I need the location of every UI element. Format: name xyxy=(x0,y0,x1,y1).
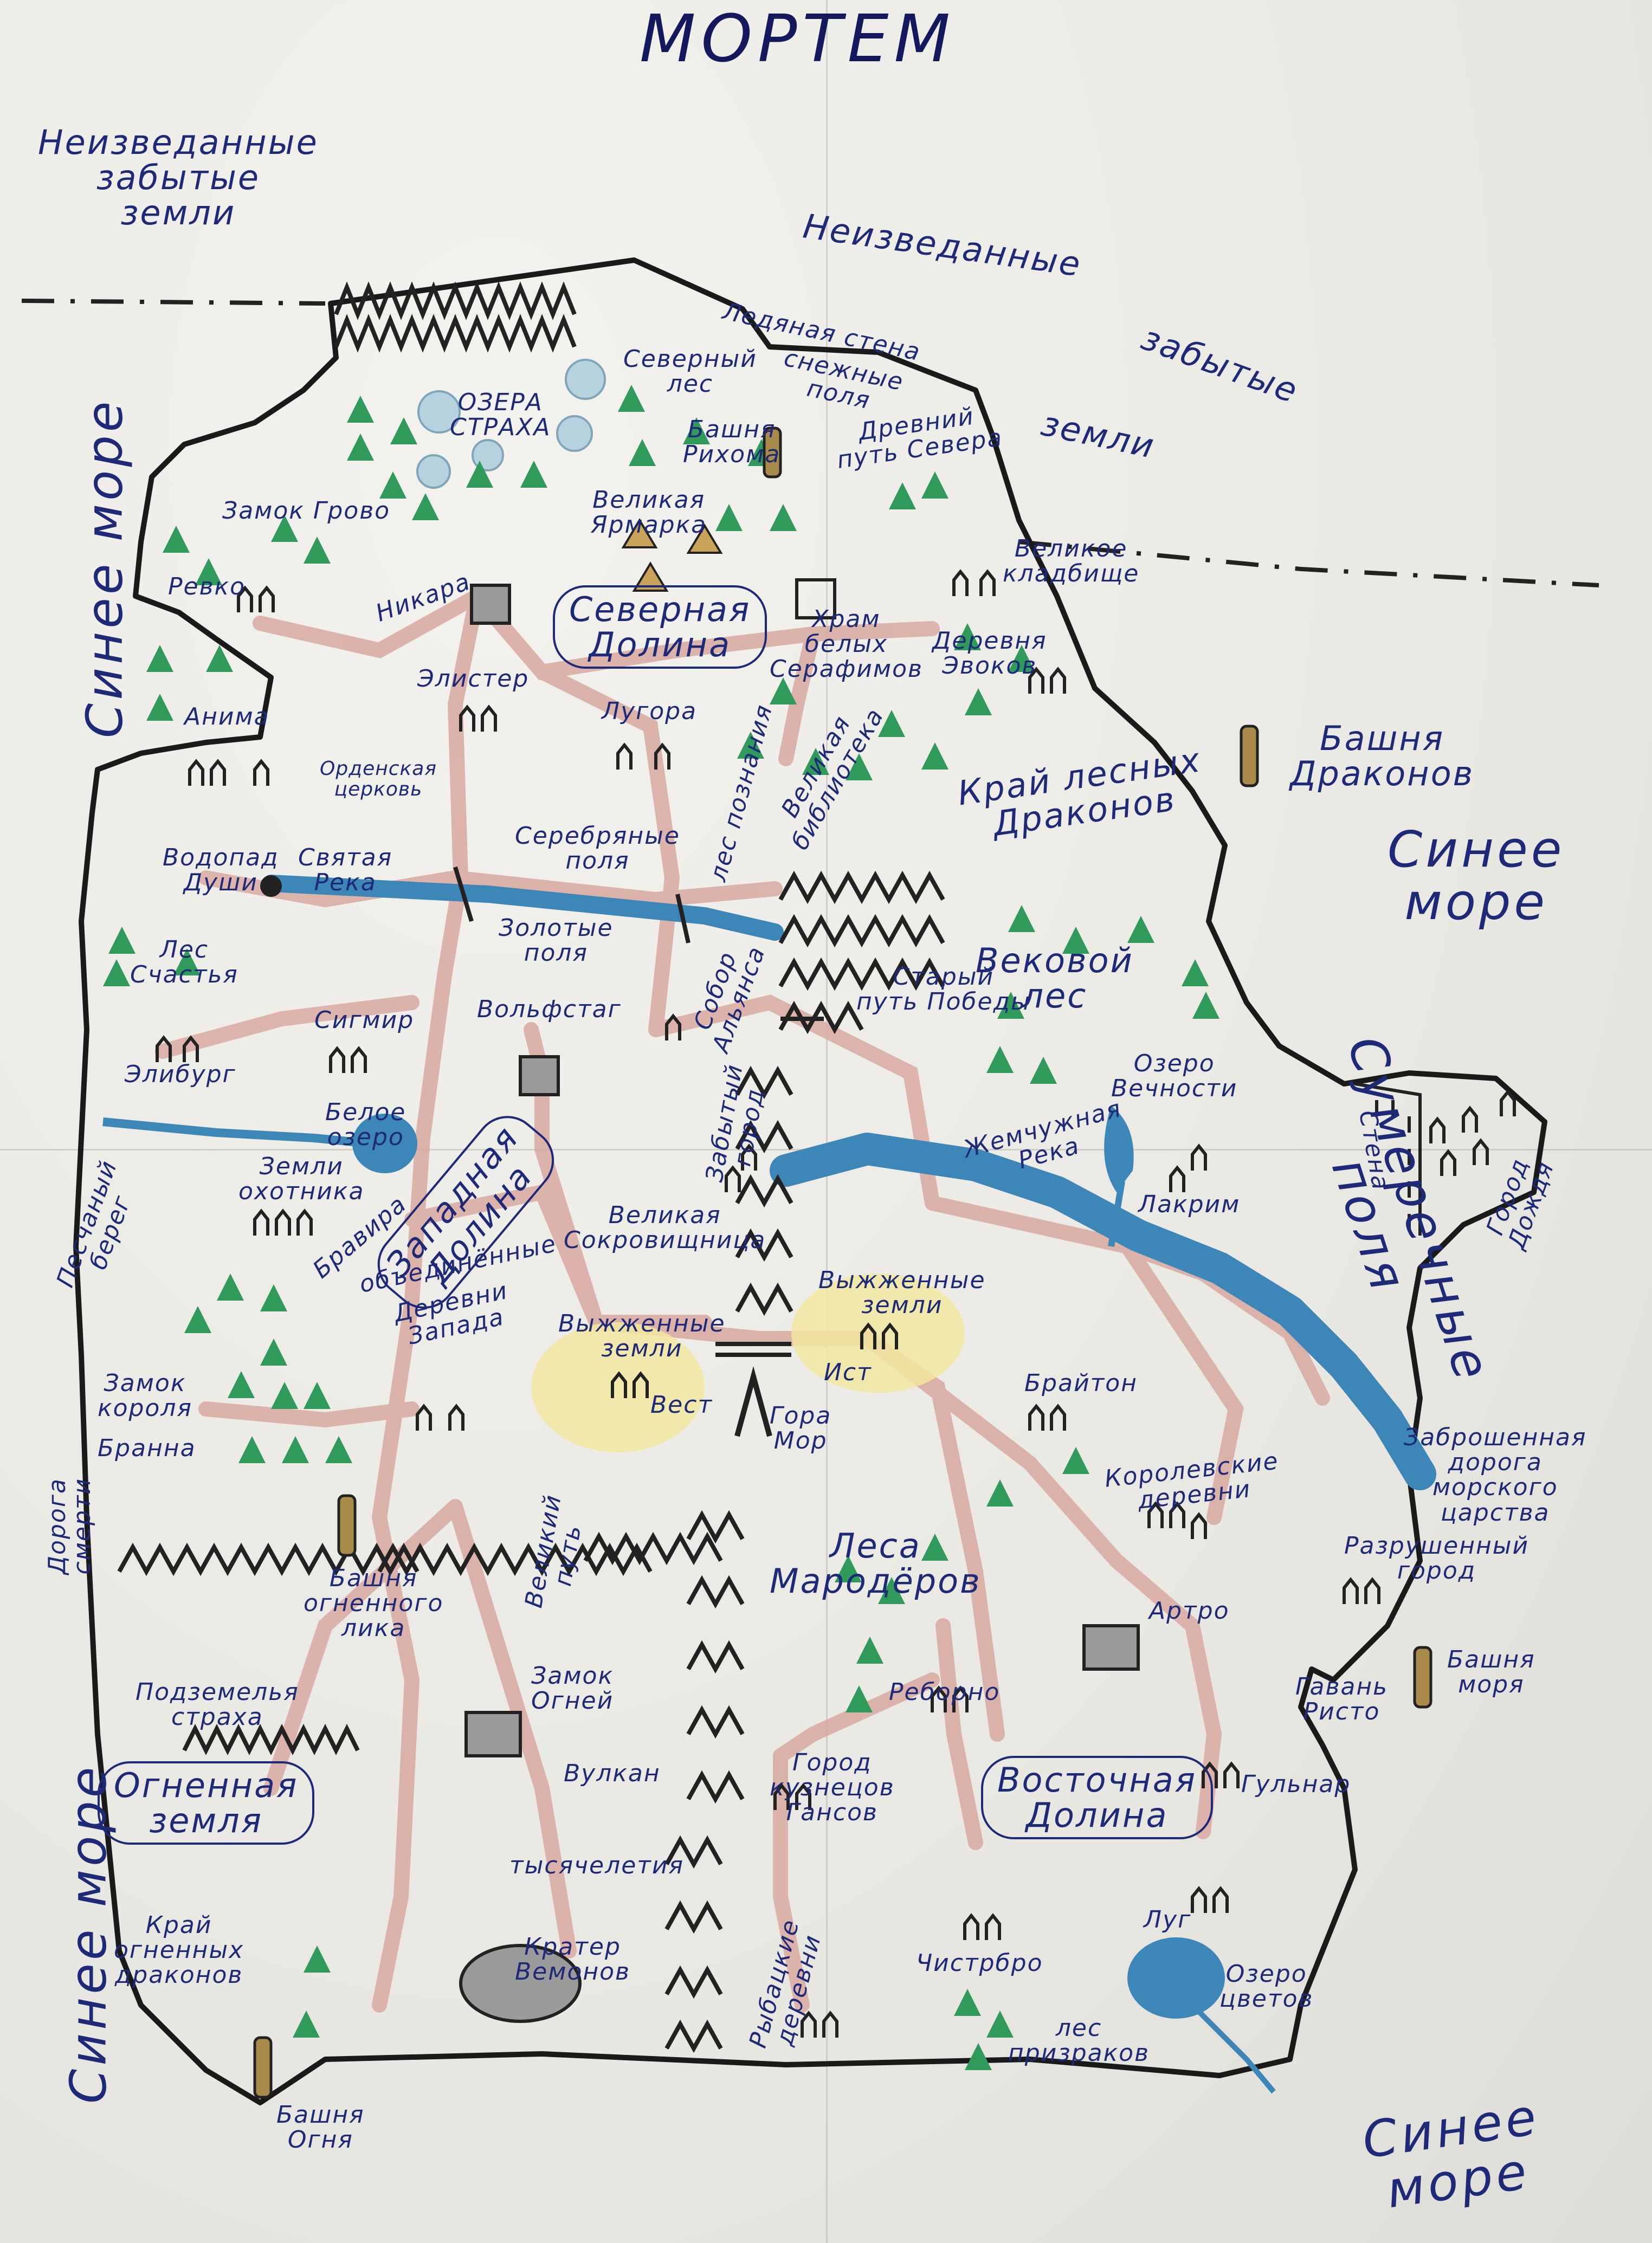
lake-eternity-stream xyxy=(1108,1181,1125,1247)
lugora-label: Лугора xyxy=(602,697,698,725)
lake-flowers-stream xyxy=(1190,2003,1276,2094)
old-path-label: Старый путь Победы xyxy=(856,963,1031,1016)
coastline xyxy=(73,257,1547,2105)
towers xyxy=(253,426,1432,2099)
burnt-lands-west xyxy=(531,1322,705,1452)
forest-happiness-label: Лес Счастья xyxy=(130,936,238,989)
eastern-valley-label: Восточная Долина xyxy=(981,1756,1214,1840)
map-title: МОРТЕМ xyxy=(640,2,956,77)
white-lake-label: Белое озеро xyxy=(325,1098,406,1152)
age-forest-label: Вековой лес xyxy=(976,941,1134,1016)
elyburg-label: Элибург xyxy=(125,1061,236,1088)
castle-fires-label: Замок Огней xyxy=(531,1662,614,1715)
sea-east-label: Синее море xyxy=(1388,820,1565,931)
lake-flowers xyxy=(1127,1937,1225,2019)
pearl-river xyxy=(770,1133,1436,1490)
anima-label: Анима xyxy=(184,703,270,731)
lake-eternity xyxy=(1104,1106,1134,1192)
tower-fire-label: Башня Огня xyxy=(276,2101,365,2154)
west-city-label: Вест xyxy=(650,1391,713,1419)
burnt-lands-east-label: Выжженные земли xyxy=(818,1266,986,1320)
waterfall xyxy=(260,875,282,897)
branna-label: Бранна xyxy=(98,1434,196,1462)
abandoned-road-label: Заброшенная дорога морского царства xyxy=(1404,1424,1587,1527)
fire-land-label: Огненная земля xyxy=(98,1761,315,1845)
crater-vemonov xyxy=(459,1944,582,2023)
paper-fold xyxy=(826,0,828,2243)
elister-label: Элистер xyxy=(417,665,530,693)
ruined-city-label: Разрушенный город xyxy=(1344,1532,1530,1585)
burnt-lands-east xyxy=(791,1274,965,1393)
holy-river-label: Святая Река xyxy=(298,844,393,897)
silver-fields-label: Серебряные поля xyxy=(515,822,680,875)
temple-label: Храм белых Серафимов xyxy=(770,605,923,683)
lakes-of-fear xyxy=(416,359,606,489)
north-valley-label: Северная Долина xyxy=(553,585,767,669)
chistrbro-label: Чистрбро xyxy=(916,1949,1043,1977)
braiton-label: Брайтон xyxy=(1024,1369,1138,1397)
tower-fire-face-label: Башня огненного лика xyxy=(304,1565,444,1643)
east-city-label: Ист xyxy=(824,1359,872,1386)
bridges xyxy=(453,866,824,1357)
castles xyxy=(464,578,1140,1757)
lakes-fear-label: ОЗЕРА СТРАХА xyxy=(450,389,551,442)
unknown-border-west xyxy=(21,299,326,306)
fair-tents xyxy=(621,518,723,592)
mount-mor-label: Гора Мор xyxy=(770,1402,832,1455)
road-death-label: Дорога смерти xyxy=(43,1477,96,1575)
unknown-border-east xyxy=(1018,540,1599,587)
castle-king-label: Замок короля xyxy=(98,1369,192,1423)
wall xyxy=(1354,1082,1422,1236)
volcano-label: Вулкан xyxy=(564,1760,661,1787)
dungeons-label: Подземелья страха xyxy=(135,1678,299,1731)
great-cemetery-label: Великое кладбище xyxy=(1003,535,1140,588)
burnt-lands-west-label: Выжженные земли xyxy=(558,1310,726,1363)
lake-flowers-label: Озеро цветов xyxy=(1219,1960,1314,2013)
village-evokov-label: Деревня Эвоков xyxy=(932,627,1047,680)
edge-fire-dragons-label: Край огненных драконов xyxy=(114,1911,244,1989)
forests-marauders-label: Леса Мародёров xyxy=(770,1526,982,1601)
sigmir-label: Сигмир xyxy=(314,1006,415,1034)
great-fair-label: Великая Ярмарка xyxy=(591,486,707,539)
artro-label: Артро xyxy=(1149,1597,1230,1625)
lake-eternity-label: Озеро Вечности xyxy=(1111,1050,1238,1103)
white-lake xyxy=(352,1114,417,1173)
harbor-label: Гавань Ристо xyxy=(1295,1673,1389,1726)
north-forest-label: Северный лес xyxy=(623,345,757,398)
crater-label: Кратер Вемонов xyxy=(515,1933,630,1986)
gulnar-label: Гульнар xyxy=(1241,1770,1351,1798)
holy-river xyxy=(262,875,784,941)
gold-fields-label: Золотые поля xyxy=(499,914,614,967)
lakrim-label: Лакрим xyxy=(1138,1191,1241,1218)
tower-rihom-label: Башня Рихома xyxy=(683,416,781,469)
mountains xyxy=(117,281,945,2053)
forest-ghosts-label: лес призраков xyxy=(1008,2014,1150,2067)
castle-grovo-label: Замок Грово xyxy=(222,497,391,525)
waterfall-label: Водопад Души xyxy=(163,844,279,897)
reborno-label: Реборно xyxy=(889,1678,1001,1706)
white-lake-stream xyxy=(102,1117,369,1148)
revko-label: Ревко xyxy=(168,573,246,600)
sea-west-label: Синее море xyxy=(75,398,134,738)
houses xyxy=(156,569,1516,2038)
lands-hunter-label: Земли охотника xyxy=(238,1153,365,1206)
tower-dragons-label: Башня Драконов xyxy=(1290,719,1475,794)
tower-sea-label: Башня моря xyxy=(1447,1646,1535,1699)
great-treasury-label: Великая Сокровищница xyxy=(564,1201,766,1255)
trees xyxy=(103,385,1219,2070)
lug-label: Луг xyxy=(1144,1906,1192,1934)
wolfstag-label: Вольфстаг xyxy=(477,996,622,1023)
orden-church-label: Орденская церковь xyxy=(320,758,437,800)
region-unknown-lands-nw: Неизведанные забытые земли xyxy=(38,122,319,233)
sea-se-label: Синее море xyxy=(1359,2087,1543,2220)
thousand-label: тысячелетия xyxy=(509,1852,684,1879)
city-smiths-label: Город кузнецов Гансов xyxy=(770,1749,895,1827)
